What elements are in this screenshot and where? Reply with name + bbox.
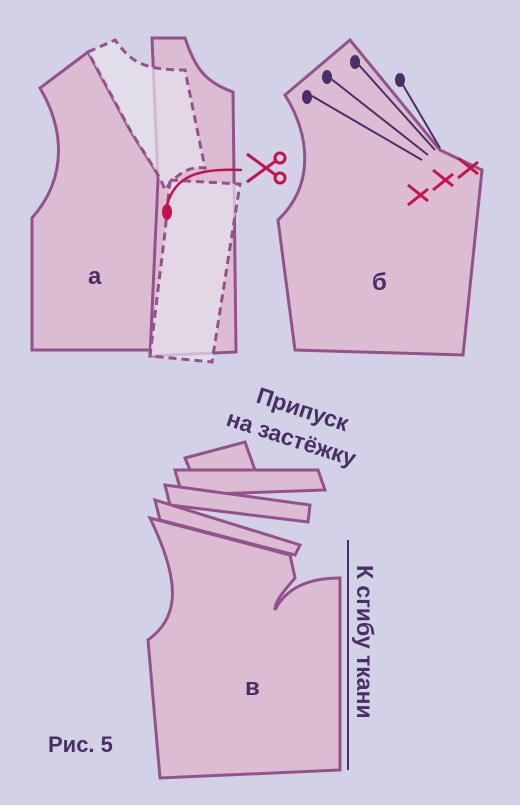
pin-icon	[395, 73, 405, 87]
panel-v-bodice	[146, 515, 342, 780]
panel-b: б	[276, 37, 484, 357]
label-v: в	[245, 674, 260, 701]
slash-line	[311, 95, 423, 161]
panel-v: в	[146, 440, 349, 780]
panel-a-dashed-extension	[148, 178, 242, 364]
label-a: а	[88, 263, 102, 290]
slash-line	[357, 63, 436, 151]
slash-line	[329, 77, 429, 156]
pin-icon	[322, 70, 332, 84]
panel-a-bodice	[30, 49, 167, 352]
panel-b-bodice	[276, 37, 484, 357]
scissors-icon	[457, 156, 479, 180]
scissors-icon	[432, 168, 454, 192]
panel-v-strip	[152, 497, 303, 557]
pin-icon	[350, 55, 360, 69]
panel-a-cut-line	[165, 168, 243, 206]
pin-icon	[162, 204, 172, 220]
fold-label: К сгибу ткани	[352, 565, 378, 719]
scissors-icon	[407, 183, 429, 207]
slash-line	[399, 79, 441, 149]
panel-a: а	[30, 36, 287, 364]
panel-a-dashed-yoke	[85, 38, 207, 194]
scissors-icon	[246, 151, 287, 185]
figure-caption: Рис. 5	[48, 732, 113, 757]
pin-icon	[302, 90, 312, 104]
panel-v-strip	[163, 483, 312, 524]
label-b: б	[372, 269, 387, 296]
